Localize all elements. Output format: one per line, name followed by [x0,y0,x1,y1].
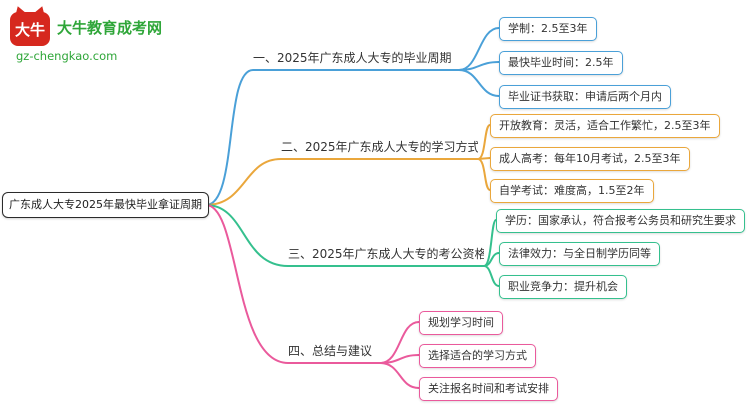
branch-3-label: 三、2025年广东成人大专的考公资格 [288,246,484,267]
mindmap-child-node: 规划学习时间 [419,311,503,335]
mindmap-child-node: 自学考试：难度高，1.5至2年 [490,179,654,203]
mindmap-child-node: 最快毕业时间：2.5年 [499,51,623,75]
branch-4-label: 四、总结与建议 [288,343,380,364]
mindmap-child-node: 学制：2.5至3年 [499,17,597,41]
mindmap-child-node: 开放教育：灵活，适合工作繁忙，2.5至3年 [490,114,720,138]
site-logo: 大牛 大牛教育成考网 gz-chengkao.com [10,8,162,63]
mindmap-child-node: 毕业证书获取：申请后两个月内 [499,85,671,109]
logo-text: 大牛 [14,20,45,39]
branch-1-label: 一、2025年广东成人大专的毕业周期 [253,50,459,71]
site-url: gz-chengkao.com [16,49,118,63]
branch-2-label: 二、2025年广东成人大专的学习方式 [281,139,478,160]
mindmap-child-node: 职业竞争力：提升机会 [499,275,627,299]
mindmap-child-node: 学历：国家承认，符合报考公务员和研究生要求 [496,209,745,233]
mindmap-child-node: 选择适合的学习方式 [419,344,536,368]
site-name: 大牛教育成考网 [57,18,163,37]
mindmap-child-node: 关注报名时间和考试安排 [419,377,558,401]
mindmap-child-node: 成人高考：每年10月考试，2.5至3年 [490,147,690,171]
mindmap-child-node: 法律效力：与全日制学历同等 [499,242,660,266]
mindmap-root-node: 广东成人大专2025年最快毕业拿证周期 [2,192,209,218]
bull-logo-icon: 大牛 [10,12,50,46]
